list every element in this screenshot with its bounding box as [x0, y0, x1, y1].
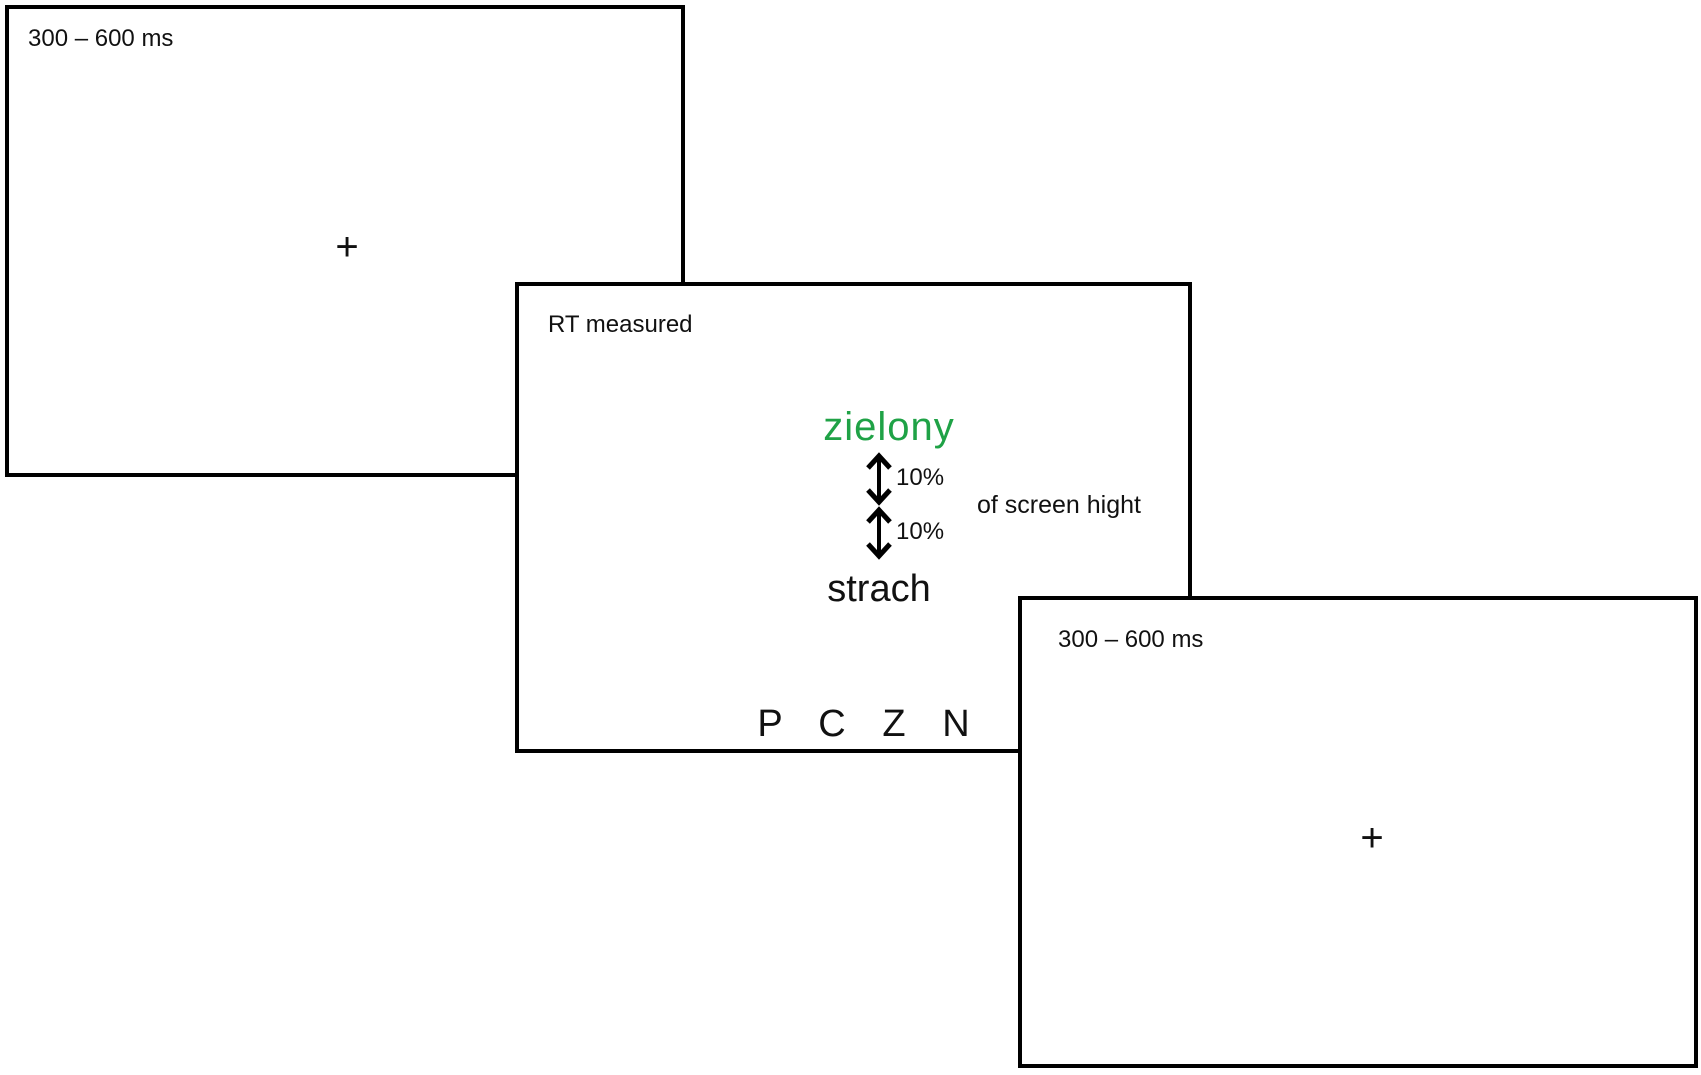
spacing-percent-bottom: 10% — [896, 518, 945, 545]
double-arrow-icon — [866, 452, 892, 506]
fixation-cross: + — [1360, 816, 1384, 860]
double-arrow-icon — [866, 506, 892, 560]
color-word: zielony — [823, 405, 955, 449]
response-key-p: P — [757, 703, 783, 745]
rt-measured-label: RT measured — [548, 311, 693, 338]
fixation-screen-after: 300 – 600 ms + — [1018, 596, 1698, 1068]
emotion-word: strach — [827, 568, 931, 610]
response-keys: P C Z N — [739, 704, 987, 744]
fixation-screen-before: 300 – 600 ms + — [5, 5, 685, 477]
duration-label: 300 – 600 ms — [1058, 626, 1204, 653]
duration-label: 300 – 600 ms — [28, 25, 174, 52]
response-key-z: Z — [882, 703, 906, 745]
response-key-n: N — [942, 703, 970, 745]
spacing-percent-top: 10% — [896, 464, 945, 491]
response-key-c: C — [818, 703, 846, 745]
screen-height-note: of screen hight — [977, 491, 1141, 519]
fixation-cross: + — [335, 225, 359, 269]
